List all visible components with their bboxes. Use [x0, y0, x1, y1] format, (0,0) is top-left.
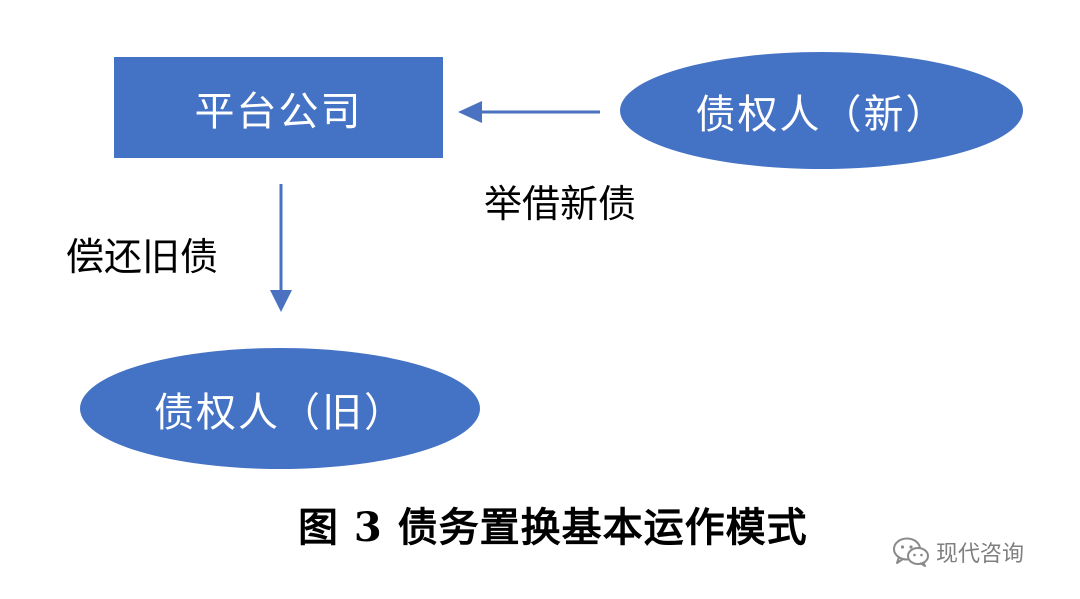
node-new-creditor: 债权人（新）	[620, 52, 1023, 169]
node-old-creditor: 债权人（旧）	[80, 348, 480, 469]
watermark-text: 现代咨询	[936, 542, 1025, 567]
edge-label-repay: 偿还旧债	[66, 235, 219, 279]
wechat-icon	[893, 537, 929, 567]
node-new-creditor-label: 债权人（新）	[695, 91, 948, 138]
node-platform-company-label: 平台公司	[194, 88, 363, 135]
edge-label-borrow: 举借新债	[484, 182, 637, 226]
figure-caption: 图 3 债务置换基本运作模式	[298, 504, 808, 551]
watermark: 现代咨询	[892, 535, 1024, 569]
arrowhead-repay	[270, 290, 292, 312]
arrowhead-borrow	[458, 101, 482, 123]
node-platform-company: 平台公司	[114, 57, 443, 158]
node-old-creditor-label: 债权人（旧）	[154, 389, 406, 436]
